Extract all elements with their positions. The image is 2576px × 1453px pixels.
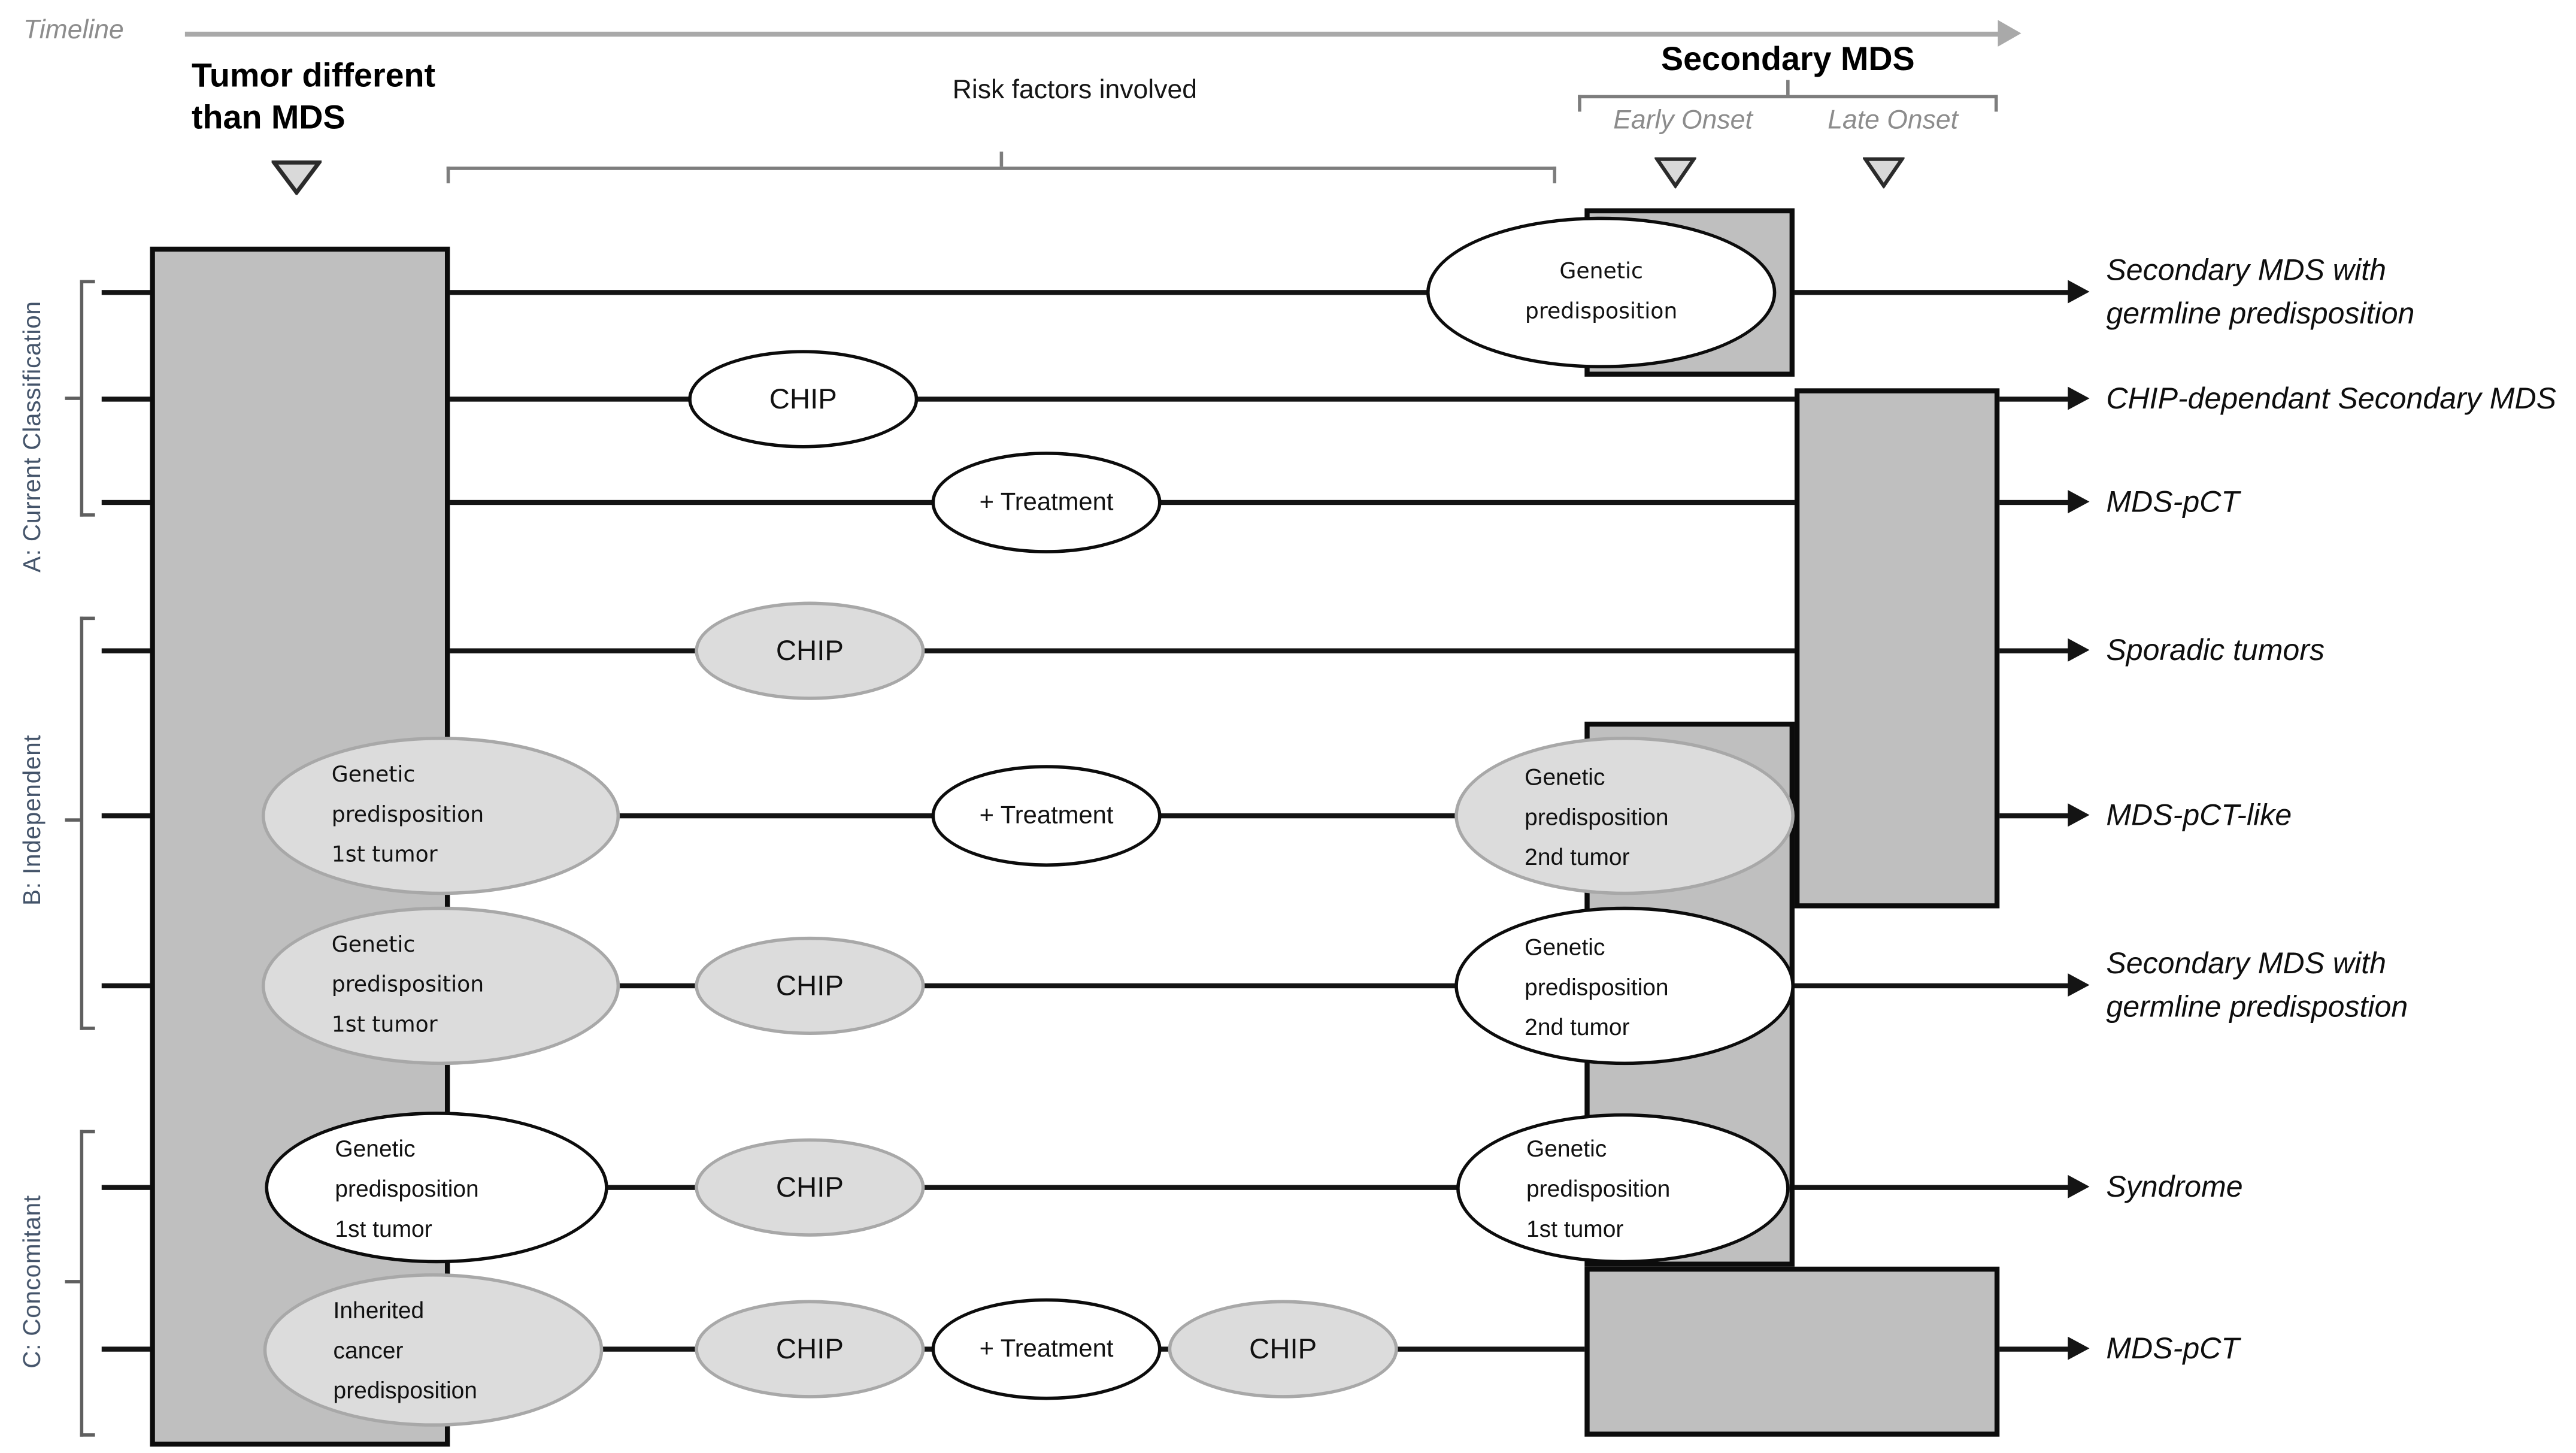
row5-arrow-icon bbox=[2068, 803, 2090, 827]
bracket-a-hook-bottom bbox=[80, 513, 95, 516]
ellipse-genetic-1st-tumor: Genetic predisposition 1st tumor bbox=[261, 906, 620, 1065]
ellipse-genetic-1st-tumor: Genetic predisposition 1st tumor bbox=[265, 1112, 608, 1264]
row1-arrow-icon bbox=[2068, 280, 2090, 304]
group-label-independent: B: Independent bbox=[20, 734, 47, 906]
outcome-label: MDS-pCT bbox=[2106, 1331, 2239, 1366]
smds-brace-tick bbox=[1786, 80, 1789, 95]
row4-arrow-icon bbox=[2068, 638, 2090, 662]
ellipse-chip: CHIP bbox=[695, 1138, 925, 1237]
outcome-label: Sporadic tumors bbox=[2106, 633, 2325, 667]
bracket-b-hook-top bbox=[80, 616, 95, 619]
timeline-arrow-icon bbox=[1998, 20, 2022, 47]
row2-line bbox=[101, 396, 2070, 401]
outcome-label: Secondary MDS with germline predispositi… bbox=[2106, 253, 2415, 330]
row3-arrow-icon bbox=[2068, 490, 2090, 514]
ellipse-treatment: + Treatment bbox=[931, 1298, 1162, 1400]
smds-brace-line bbox=[1578, 95, 1998, 98]
late-onset-marker-triangle-icon bbox=[1863, 157, 1905, 189]
smds-brace-hook-left bbox=[1578, 95, 1581, 112]
tumor-column-title: Tumor different than MDS bbox=[192, 58, 436, 137]
row6-line bbox=[101, 983, 2070, 988]
row6-arrow-icon bbox=[2068, 973, 2090, 997]
ellipse-genetic-1st-tumor: Genetic predisposition 1st tumor bbox=[261, 736, 620, 895]
risk-brace-line bbox=[446, 167, 1557, 169]
outcome-label: MDS-pCT bbox=[2106, 485, 2239, 519]
row1-line bbox=[101, 290, 2070, 295]
ellipse-chip: CHIP bbox=[1168, 1300, 1398, 1398]
outcome-label: MDS-pCT-like bbox=[2106, 798, 2292, 832]
ellipse-genetic-2nd-tumor: Genetic predisposition 2nd tumor bbox=[1454, 906, 1795, 1065]
row4-line bbox=[101, 648, 2070, 653]
ellipse-genetic-predisposition: Genetic predisposition bbox=[1426, 216, 1777, 368]
ellipse-chip: CHIP bbox=[695, 601, 925, 700]
bracket-c-tick bbox=[65, 1280, 80, 1283]
timeline-arrow-shaft bbox=[184, 31, 2000, 37]
early-onset-label: Early Onset bbox=[1613, 107, 1753, 135]
ellipse-treatment: + Treatment bbox=[931, 765, 1162, 867]
ellipse-inherited-cancer-predisposition: Inherited cancer predisposition bbox=[263, 1273, 604, 1427]
ellipse-genetic-1st-tumor: Genetic predisposition 1st tumor bbox=[1456, 1113, 1790, 1264]
outcome-label: Secondary MDS with germline predispostio… bbox=[2106, 946, 2408, 1024]
risk-brace-hook-left bbox=[446, 167, 449, 184]
outcome-label: CHIP-dependant Secondary MDS bbox=[2106, 382, 2557, 415]
ellipse-chip: CHIP bbox=[688, 350, 919, 449]
bracket-a-tick bbox=[65, 396, 80, 399]
bracket-c-hook-bottom bbox=[80, 1433, 95, 1436]
timeline-label: Timeline bbox=[23, 16, 124, 46]
risk-brace-tick bbox=[999, 152, 1002, 167]
secondary-mds-title: Secondary MDS bbox=[1660, 41, 1915, 78]
bracket-b-tick bbox=[65, 818, 80, 821]
bottom-onset-box bbox=[1584, 1266, 2000, 1437]
late-onset-box bbox=[1794, 388, 2000, 909]
outcome-label: Syndrome bbox=[2106, 1170, 2243, 1204]
bracket-a-hook-top bbox=[80, 280, 95, 283]
early-onset-marker-triangle-icon bbox=[1654, 157, 1696, 189]
row7-arrow-icon bbox=[2068, 1174, 2090, 1198]
ellipse-chip: CHIP bbox=[695, 936, 925, 1036]
row8-arrow-icon bbox=[2068, 1336, 2090, 1360]
tumor-marker-triangle-icon bbox=[271, 160, 322, 195]
row7-line bbox=[101, 1185, 2070, 1189]
ellipse-chip: CHIP bbox=[695, 1300, 925, 1398]
risk-brace-hook-right bbox=[1553, 167, 1556, 184]
bracket-c-hook-top bbox=[80, 1130, 95, 1133]
smds-brace-hook-right bbox=[1994, 95, 1998, 112]
ellipse-treatment: + Treatment bbox=[931, 452, 1162, 553]
bracket-b-line bbox=[80, 616, 83, 1030]
ellipse-genetic-2nd-tumor: Genetic predisposition 2nd tumor bbox=[1454, 736, 1795, 895]
risk-factors-title: Risk factors involved bbox=[952, 77, 1197, 105]
bracket-a-line bbox=[80, 280, 83, 517]
row2-arrow-icon bbox=[2068, 386, 2090, 410]
bracket-b-hook-bottom bbox=[80, 1027, 95, 1030]
bracket-c-line bbox=[80, 1130, 83, 1437]
late-onset-label: Late Onset bbox=[1828, 107, 1959, 135]
group-label-concomitant: C: Concomitant bbox=[20, 1195, 47, 1369]
